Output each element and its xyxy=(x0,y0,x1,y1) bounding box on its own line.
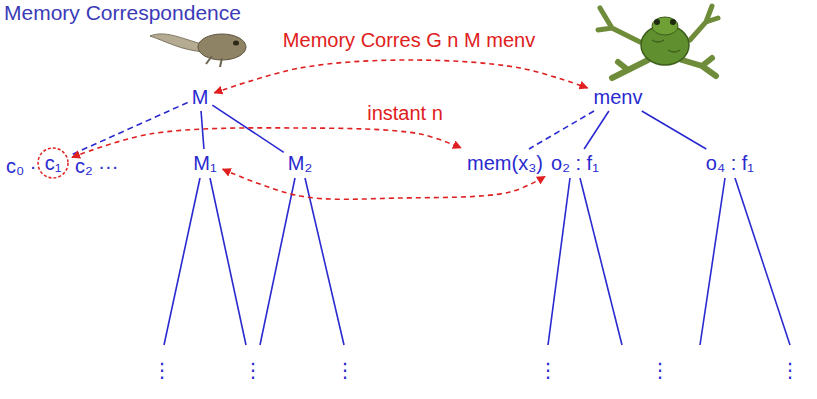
object-node: o₄ : f₁ xyxy=(703,150,757,176)
circle-outline xyxy=(38,148,68,178)
node-text: M xyxy=(192,86,209,108)
tree-branch xyxy=(584,111,609,149)
continuation-dots: ⋮ xyxy=(152,359,172,381)
node-text: M₂ xyxy=(288,152,312,174)
continuation-dots: ⋮ xyxy=(780,359,800,381)
correspondence-arrow xyxy=(72,128,461,157)
correspondence-arrow xyxy=(214,60,587,93)
node-text: c₁ xyxy=(45,152,62,174)
node-text: o₂ : f₁ xyxy=(551,152,599,174)
continuation-dots: ⋮ xyxy=(335,359,355,381)
tree-branch xyxy=(642,111,706,149)
object-node: o₂ : f₁ xyxy=(548,150,602,176)
tree-branch xyxy=(529,111,594,149)
instant-circle: c₁ xyxy=(37,147,69,179)
node-text: menv xyxy=(594,86,643,108)
continuation-dots: ⋮ xyxy=(538,359,558,381)
frog-picture xyxy=(598,6,718,78)
tree-branch xyxy=(201,111,204,149)
node-text: mem(x₃) xyxy=(467,152,543,174)
tree-branches xyxy=(164,178,790,345)
continuation-dots: ⋮ xyxy=(650,359,670,381)
node-text: o₄ : f₁ xyxy=(706,152,754,174)
memory-node: mem(x₃) xyxy=(464,150,546,176)
subtree-node: M₂ xyxy=(285,150,315,176)
tree-root: M xyxy=(189,84,212,110)
edge-label: Memory Corres G n M menv xyxy=(281,29,537,51)
env-root: menv xyxy=(591,84,646,110)
continuation-dots: ⋮ xyxy=(243,359,263,381)
sequence-item: c₂ ··· xyxy=(75,155,118,177)
edge-label: instant n xyxy=(365,102,445,124)
tadpole-picture xyxy=(150,34,246,67)
slide-title: Memory Correspondence xyxy=(4,1,241,25)
sequence-item: c₀ · xyxy=(6,155,37,177)
subtree-node: M₁ xyxy=(190,150,219,176)
tree-branch xyxy=(70,103,188,156)
node-text: M₁ xyxy=(193,152,216,174)
